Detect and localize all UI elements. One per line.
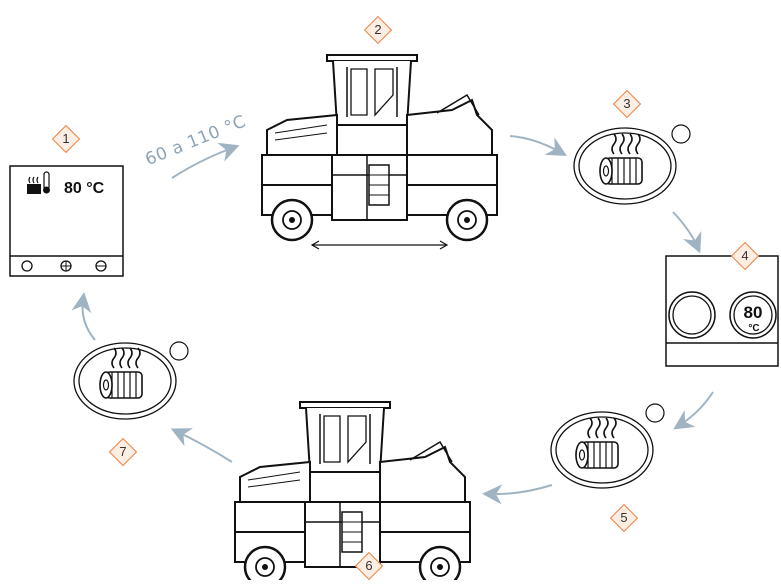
step-badge-1: 1: [51, 124, 81, 154]
temperature-display-panel: 80 °C: [9, 165, 124, 277]
arrow-6-to-7: [170, 428, 233, 463]
pneumatic-roller-icon-top: [260, 53, 499, 251]
thermometer-heat-icon: [27, 171, 50, 194]
arrow-3-to-4: [672, 211, 702, 254]
step-number: 2: [374, 22, 382, 37]
step-number: 3: [623, 96, 631, 111]
status-light-icon: [169, 341, 189, 361]
step-badge-7: 7: [108, 437, 138, 467]
status-light-icon: [671, 124, 691, 144]
display-temperature-readout: 80 °C: [64, 180, 105, 197]
step-number: 7: [119, 444, 127, 459]
arrow-5-to-6: [482, 484, 553, 505]
step-badge-5: 5: [609, 503, 639, 533]
step-number: 6: [365, 558, 373, 573]
arrow-2-to-3: [509, 135, 567, 156]
step-badge-2: 2: [363, 15, 393, 45]
flow-arrows: [71, 135, 714, 505]
step-number: 5: [620, 510, 628, 525]
arrow-4-to-5: [673, 391, 714, 430]
panel-button-grid-icon[interactable]: [60, 260, 72, 272]
step-badge-4: 4: [730, 241, 760, 271]
step-number: 1: [62, 131, 70, 146]
heated-tire-oval-step7: [73, 341, 189, 420]
heated-tire-oval-step5: [550, 403, 665, 489]
panel-button-minus-icon[interactable]: [95, 260, 107, 272]
dial-unit: °C: [748, 323, 759, 334]
pneumatic-roller-icon-bottom: [233, 400, 472, 585]
step-badge-3: 3: [612, 89, 642, 119]
dial-control-panel: 80 °C: [665, 255, 779, 367]
step-number: 4: [741, 248, 749, 263]
arrow-1-to-2: [171, 142, 240, 179]
arrow-7-to-1: [71, 292, 96, 341]
step-badge-6: 6: [354, 551, 384, 581]
panel-buttons: [21, 260, 107, 272]
heated-tire-oval-step3: [573, 124, 691, 205]
dial-value: 80: [744, 303, 763, 322]
panel-button-off-icon[interactable]: [21, 260, 33, 272]
status-light-icon: [645, 403, 665, 423]
